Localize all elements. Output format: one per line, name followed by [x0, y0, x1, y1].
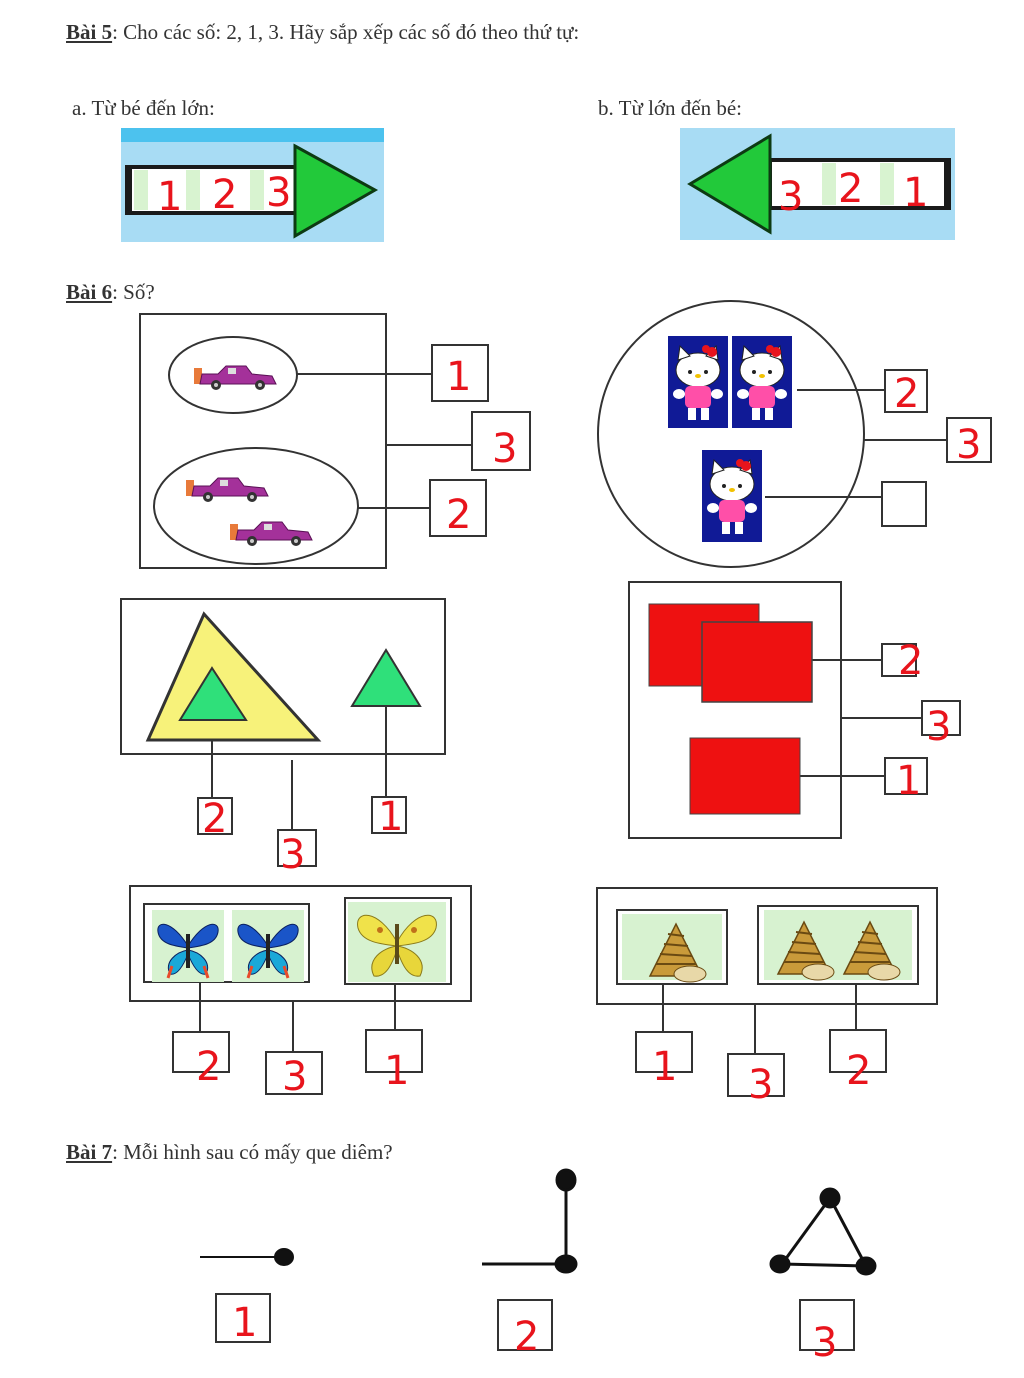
- butterfly-icon: [230, 908, 306, 984]
- bf-answer-right: 1: [384, 1048, 409, 1094]
- squares-frame: [628, 581, 842, 839]
- answer-b-1: 3: [778, 174, 803, 220]
- kitty-circle: [597, 300, 865, 568]
- bai5-text: : Cho các số: 2, 1, 3. Hãy sắp xếp các s…: [112, 20, 580, 44]
- small-triangle: [350, 648, 422, 707]
- bf-box-right: [365, 1029, 423, 1073]
- kitty-icon: [731, 335, 793, 429]
- matchstick-figure-3: [769, 1187, 877, 1276]
- cars-box-top: [431, 344, 489, 402]
- tri-answer-total: 3: [280, 832, 305, 878]
- arrow-right-to-left: [680, 128, 955, 240]
- matches-box-1: [215, 1293, 271, 1343]
- bai6-label: Bài 6: [66, 280, 113, 304]
- sn-box-total: [727, 1053, 785, 1097]
- bf-answer-left: 2: [196, 1044, 221, 1090]
- sq-answer-bottom: 1: [896, 758, 921, 804]
- cars-frame: [139, 313, 387, 569]
- arrow-left-to-right: [121, 128, 384, 242]
- cars-answer-bottom: 2: [446, 492, 471, 538]
- triangles-frame: [120, 598, 446, 755]
- car-icon: [193, 365, 277, 391]
- bai5-heading: Bài 5: Cho các số: 2, 1, 3. Hãy sắp xếp …: [66, 20, 579, 45]
- bai7-heading: Bài 7: Mỗi hình sau có mấy que diêm?: [66, 1140, 393, 1165]
- sq-answer-total: 3: [926, 704, 951, 750]
- car-icon: [185, 477, 269, 503]
- kitty-icon: [701, 449, 763, 543]
- cars-answer-total: 3: [492, 426, 517, 472]
- matchstick-figure-1: [200, 1248, 294, 1266]
- bai7-label: Bài 7: [66, 1140, 113, 1164]
- matches-box-2: [497, 1299, 553, 1351]
- bf-box-left: [172, 1031, 230, 1073]
- snails-group-2: [757, 905, 919, 985]
- sq-answer-top: 2: [898, 638, 923, 684]
- sn-box-left: [635, 1031, 693, 1073]
- bai7-text: : Mỗi hình sau có mấy que diêm?: [112, 1140, 393, 1164]
- matchstick-figure-2: [482, 1168, 578, 1274]
- kitty-answer-total: 3: [956, 422, 981, 468]
- matches-answer-1: 1: [232, 1300, 257, 1346]
- cars-answer-top: 1: [446, 354, 471, 400]
- answer-b-3: 1: [903, 170, 928, 216]
- kitty-box-top: [884, 369, 928, 413]
- bai5-part-b: b. Từ lớn đến bé:: [598, 96, 742, 120]
- matches-answer-2: 2: [514, 1314, 539, 1360]
- sn-answer-right: 2: [846, 1048, 871, 1094]
- tri-box-big: [197, 797, 233, 835]
- kitty-box-bottom: [881, 481, 927, 527]
- big-triangle: [145, 611, 322, 742]
- bf-answer-total: 3: [282, 1054, 307, 1100]
- bf-box-total: [265, 1051, 323, 1095]
- bai6-heading: Bài 6: Số?: [66, 280, 155, 305]
- butterfly-icon: [150, 908, 226, 984]
- kitty-answer-top: 2: [894, 371, 919, 417]
- butterflies-group-2: [344, 897, 452, 985]
- kitty-icon: [667, 335, 729, 429]
- tri-box-small: [371, 796, 407, 834]
- bai5-label: Bài 5: [66, 20, 113, 44]
- butterflies-group-1: [143, 903, 310, 983]
- cars-box-total: [471, 411, 531, 471]
- snails-frame: [596, 887, 938, 1005]
- answer-a-1: 1: [157, 174, 182, 220]
- red-square: [701, 621, 813, 703]
- matches-box-3: [799, 1299, 855, 1351]
- answer-a-3: 3: [266, 170, 291, 216]
- cars-box-bottom: [429, 479, 487, 537]
- red-square: [689, 737, 801, 815]
- tri-answer-big: 2: [202, 796, 227, 842]
- tri-box-total: [277, 829, 317, 867]
- cars-group-2: [153, 447, 359, 565]
- bai6-text: : Số?: [112, 280, 155, 304]
- sq-box-top: [881, 643, 917, 677]
- bai5-part-a: a. Từ bé đến lớn:: [72, 96, 215, 120]
- matches-answer-3: 3: [812, 1320, 837, 1366]
- answer-b-2: 2: [838, 166, 863, 212]
- sq-box-total: [921, 700, 961, 736]
- sn-box-right: [829, 1029, 887, 1073]
- snails-group-1: [616, 909, 728, 985]
- butterflies-frame: [129, 885, 472, 1002]
- inner-triangle: [178, 666, 248, 721]
- tri-answer-small: 1: [378, 794, 403, 840]
- sn-answer-total: 3: [748, 1062, 773, 1108]
- sn-answer-left: 1: [652, 1044, 677, 1090]
- yellow-butterfly-icon: [347, 901, 447, 983]
- kitty-box-total: [946, 417, 992, 463]
- car-icon: [229, 521, 313, 547]
- sq-box-bottom: [884, 757, 928, 795]
- answer-a-2: 2: [212, 172, 237, 218]
